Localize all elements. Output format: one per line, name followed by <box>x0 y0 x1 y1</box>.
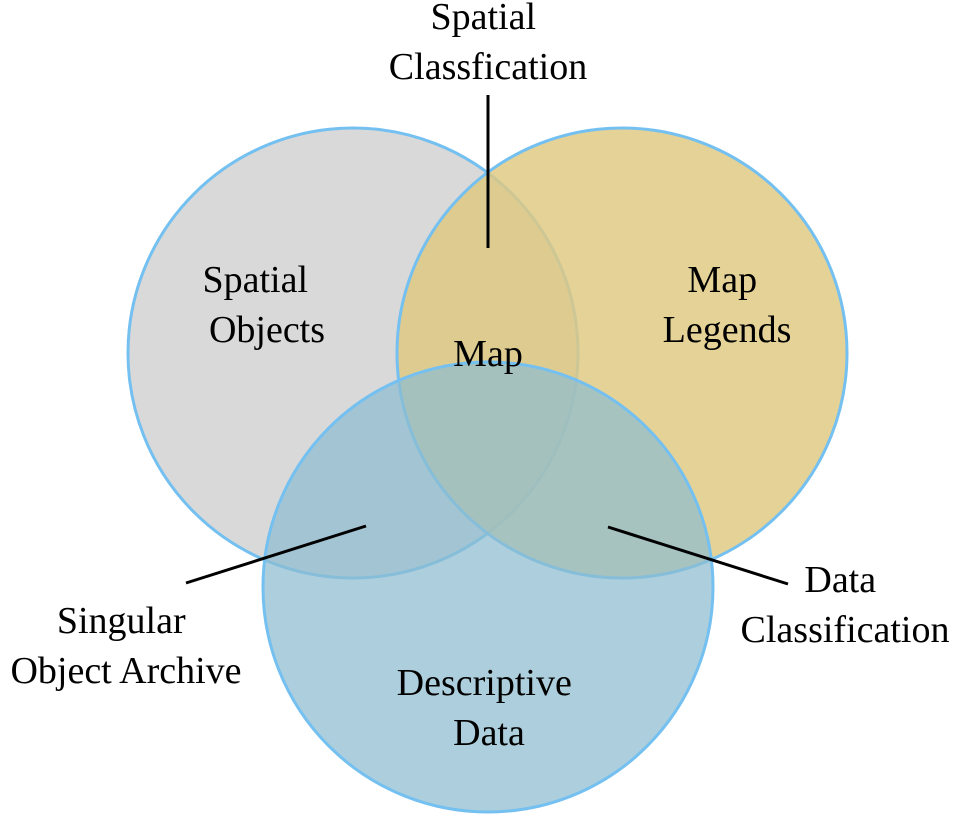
label-singular-object-archive: Singular Object Archive <box>10 600 241 692</box>
callout-line-singular-object-archive <box>185 524 367 585</box>
label-spatial-classification: Spatial Classfication <box>389 0 587 88</box>
label-spatial-objects: Spatial Objects <box>202 259 325 351</box>
label-center-map: Map <box>453 333 523 375</box>
circle-descriptive-data <box>261 360 715 814</box>
label-data-classification: Data Classification <box>741 559 950 651</box>
label-descriptive-data: Descriptive Data <box>397 662 582 754</box>
label-map-legends: Map Legends <box>663 259 792 351</box>
callout-line-data-classification <box>607 525 789 586</box>
